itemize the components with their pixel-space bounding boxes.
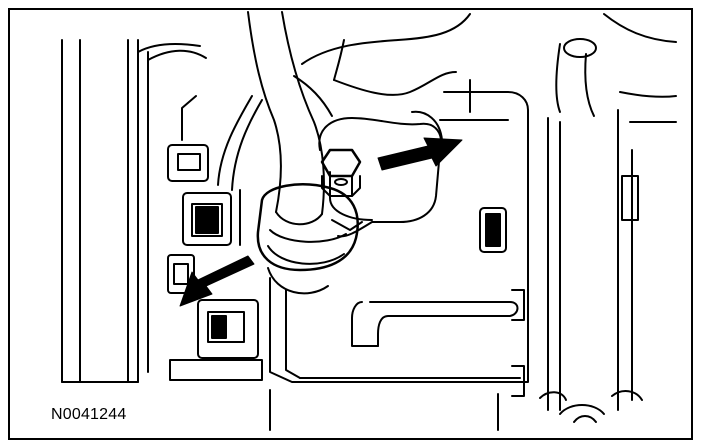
module-housing	[269, 91, 529, 397]
upper-arrow-icon	[377, 137, 463, 171]
bolt	[320, 148, 362, 197]
figure-frame: N0041244	[8, 8, 693, 440]
hose-clamp	[256, 183, 363, 295]
right-housing	[469, 13, 677, 411]
upper-hose	[293, 13, 471, 117]
mounting-bracket	[318, 110, 443, 238]
large-hose	[247, 11, 325, 226]
figure-id-label: N0041244	[49, 406, 129, 424]
pulley-assembly	[61, 39, 207, 383]
lower-right-detail	[269, 389, 643, 431]
lower-arrow-icon	[179, 255, 255, 307]
connector-column	[167, 95, 263, 381]
thin-hose	[217, 95, 263, 191]
line-drawing	[61, 11, 677, 431]
